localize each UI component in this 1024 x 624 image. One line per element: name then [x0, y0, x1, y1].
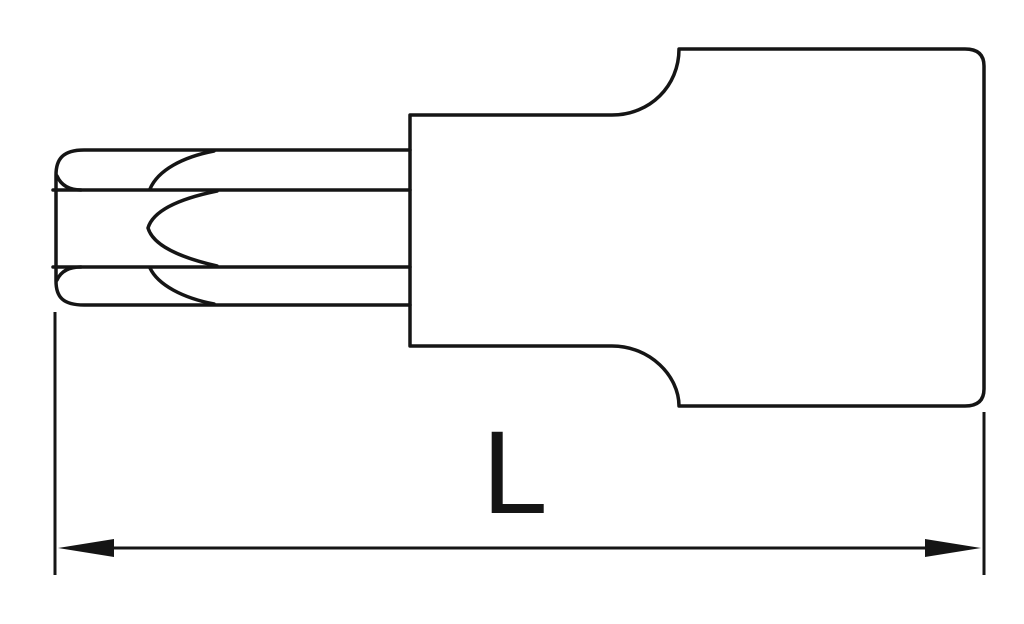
dimension-arrow-left-icon [58, 539, 114, 557]
tip-lobe-arc-top [55, 174, 83, 192]
torx-lobe-curve-top [148, 149, 216, 191]
dimension-label: L [482, 407, 548, 539]
torx-lobe-curve-middle [146, 189, 219, 268]
bit-tip-outline [54, 148, 412, 307]
torx-lobe-curve-bottom [148, 266, 216, 306]
socket-body-outline [408, 47, 986, 408]
dimension-arrow-right-icon [925, 539, 981, 557]
tip-lobe-arc-bottom [55, 265, 83, 282]
